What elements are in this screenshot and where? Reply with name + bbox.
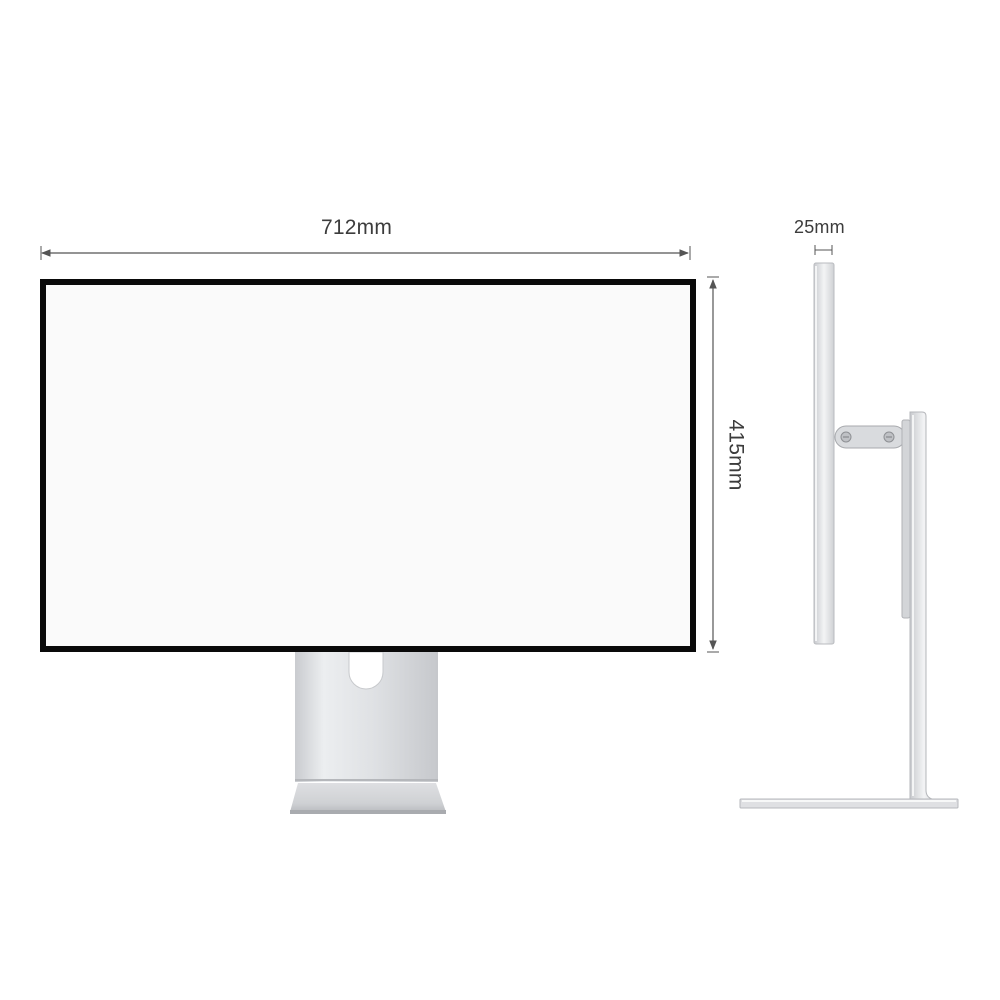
depth-dimension-label: 25mm xyxy=(794,217,845,237)
side-stand xyxy=(909,411,939,801)
front-stand xyxy=(295,651,438,782)
side-panel xyxy=(813,262,835,645)
front-screen xyxy=(46,285,690,646)
width-dimension-label: 712mm xyxy=(321,216,393,239)
hinge-arm xyxy=(834,419,911,619)
front-view xyxy=(40,279,696,814)
side-view xyxy=(739,245,959,809)
height-dimension-line xyxy=(707,276,719,653)
width-dimension-line xyxy=(40,246,691,260)
side-base xyxy=(739,798,959,809)
depth-dimension-line xyxy=(814,245,833,255)
height-dimension-label: 415mm xyxy=(724,419,748,491)
front-base xyxy=(290,783,446,814)
